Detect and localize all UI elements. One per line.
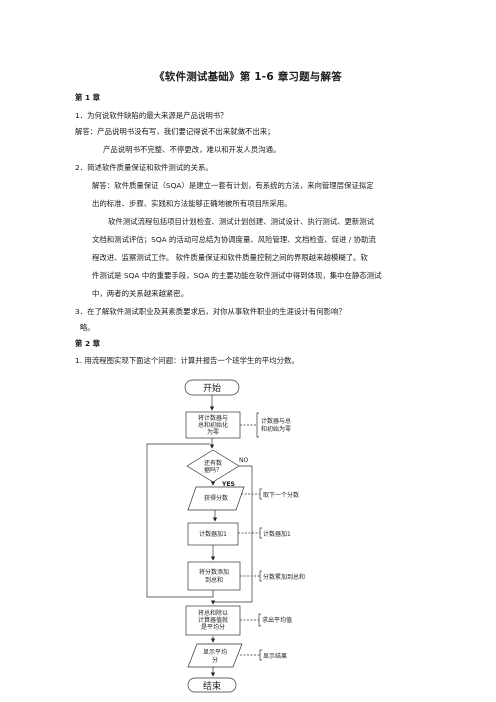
answer-1-line-2: 产品说明书不完整、不停更改，难以和开发人员沟通。 — [103, 145, 281, 154]
answer-2-p2-line-3: 程改进、监察测试工作。 软件质量保证和软件质量控制之间的界限越来越模糊了。软 — [92, 253, 368, 262]
document-title: 《软件测试基础》第 1-6 章习题与解答 — [154, 71, 342, 83]
note-show-bracket — [259, 649, 262, 661]
answer-2-p2-line-5: 中，两者的关系越来越紧密。 — [92, 289, 189, 298]
yes-label: YES — [221, 481, 235, 488]
avg-label-2: 计算器值就 — [198, 616, 228, 624]
answer-2-p2-line-2: 文档和测试评估；SQA 的活动可总结为协调度量、风险管理、文档检查、促进 / 协… — [92, 235, 376, 244]
end-terminal — [187, 677, 237, 693]
decision-label-2: 据吗？ — [204, 466, 222, 474]
get-score-io — [187, 486, 245, 511]
end-label: 结束 — [203, 680, 221, 692]
answer-2-p2-line-1: 软件测试流程包括项目计划检查、测试计划创建、测试设计、执行测试、更新测试 — [108, 217, 375, 226]
average-process-box — [185, 605, 241, 636]
show-result-io — [187, 643, 243, 668]
note-init-label-2: 和初始为零 — [261, 425, 291, 433]
count-label: 计数器加1 — [199, 530, 227, 538]
note-avg-label: 求出平均值 — [262, 616, 292, 624]
note-show-label: 显示结果 — [263, 652, 287, 660]
add-process-box — [187, 561, 241, 591]
answer-1-line-1: 解答：产品说明书没有写，我们要记得说不出来就做不出来； — [75, 127, 275, 136]
note-count-bracket — [259, 527, 262, 539]
avg-label-3: 是平均分 — [201, 623, 225, 631]
show-label-2: 分 — [212, 656, 218, 664]
answer-3: 略。 — [80, 323, 95, 332]
note-init-bracket — [256, 412, 259, 438]
show-label-1: 显示平均 — [203, 648, 227, 656]
note-add-label: 分数累加到总和 — [263, 573, 305, 581]
chapter-2-heading: 第 2 章 — [75, 339, 101, 348]
add-label-1: 将分数添加 — [199, 568, 229, 576]
init-label-1: 将计数器与 — [198, 414, 228, 422]
chapter-2-question-1: 1. 用流程图实现下面这个问题：计算并报告一个班学生的平均分数。 — [75, 356, 299, 365]
init-label-3: 为零 — [207, 428, 219, 436]
question-2: 2．简述软件质量保证和软件测试的关系。 — [75, 163, 213, 172]
note-avg-bracket — [258, 613, 261, 627]
answer-2-p2-line-4: 件测试是 SQA 中的重要手段，SQA 的主要功能在软件测试中得到体现，集中在静… — [92, 271, 382, 280]
decision-label-1: 还有数 — [204, 459, 222, 467]
note-get-label: 取下一个分数 — [263, 491, 299, 499]
chapter-1-heading: 第 1 章 — [75, 93, 101, 102]
question-3: 3．在了解软件测试职业及其素质要求后，对你从事软件职业的生涯设计有何影响？ — [75, 307, 346, 316]
init-label-2: 总和初始化 — [198, 421, 228, 429]
get-score-label: 获得分数 — [204, 494, 228, 502]
answer-2-p1-line-1: 解答：软件质量保证（SQA）是建立一套有计划，有系统的方法，来向管理层保证拟定 — [92, 181, 374, 190]
note-count-label: 计数器加1 — [263, 530, 291, 538]
no-label: NO — [239, 457, 248, 464]
add-label-2: 到总和 — [205, 576, 223, 584]
answer-2-p1-line-2: 出的标准、步骤、实践和方法能够正确地被所有项目所采用。 — [92, 199, 292, 208]
note-add-bracket — [259, 570, 262, 582]
question-1: 1．为何说软件缺陷的最大来源是产品说明书？ — [75, 111, 228, 120]
avg-label-1: 将总和除以 — [198, 609, 228, 617]
note-get-bracket — [259, 488, 262, 500]
note-init-label-1: 计数器与总 — [261, 417, 291, 425]
start-label: 开始 — [203, 382, 221, 394]
